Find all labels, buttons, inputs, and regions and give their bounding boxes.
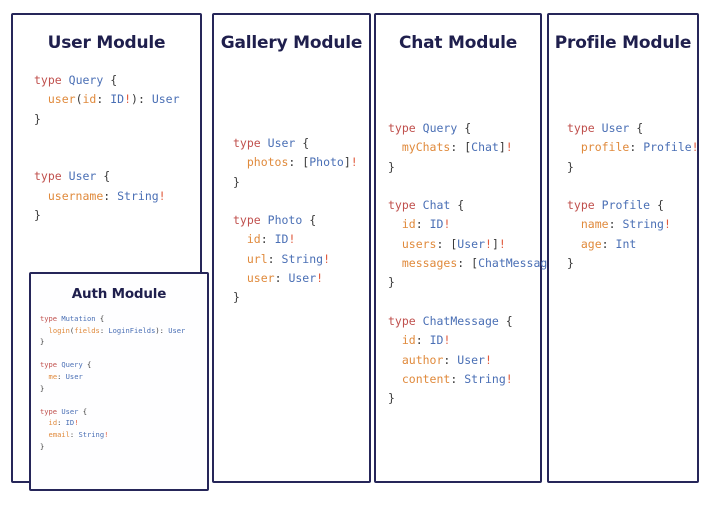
module-title-user: User Module: [47, 33, 166, 53]
module-title-chat: Chat Module: [398, 33, 518, 53]
module-code-user: type Query { user(id: ID!): User } type …: [34, 73, 180, 223]
module-card-auth[interactable]: Auth Module type Mutation { login(fields…: [29, 272, 209, 491]
module-card-chat[interactable]: Chat Module type Query { myChats: [Chat]…: [374, 13, 568, 483]
module-card-user[interactable]: User Module type Query { user(id: ID!): …: [11, 13, 209, 491]
module-code-auth: type Mutation { login(fields: LoginField…: [40, 314, 186, 451]
module-card-gallery[interactable]: Gallery Module type User { photos: [Phot…: [212, 13, 371, 483]
module-title-auth: Auth Module: [71, 286, 167, 302]
module-code-gallery: type User { photos: [Photo]! } type Phot…: [233, 136, 358, 305]
module-title-profile: Profile Module: [554, 33, 692, 53]
module-card-profile[interactable]: Profile Module type User { profile: Prof…: [547, 13, 699, 483]
module-code-profile: type User { profile: Profile! } type Pro…: [567, 121, 699, 271]
module-title-gallery: Gallery Module: [220, 33, 363, 53]
module-code-chat: type Query { myChats: [Chat]! } type Cha…: [388, 121, 568, 406]
